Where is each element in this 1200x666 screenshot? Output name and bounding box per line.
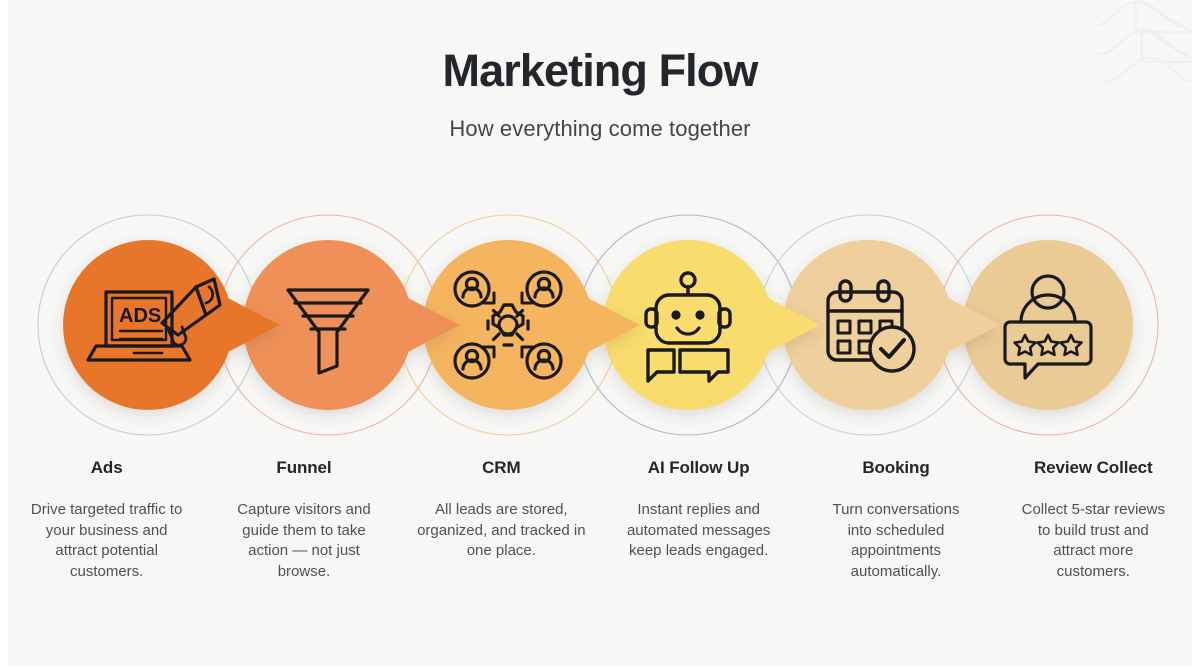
step-description-funnel: Capture visitors and guide them to take … <box>237 501 371 580</box>
step-label-ai-follow-up: AI Follow Up <box>647 458 750 477</box>
step-caption-booking: Booking Turn conversations into schedule… <box>797 458 994 582</box>
laptop-megaphone-ads-icon: ADS <box>86 277 222 362</box>
svg-text:ADS: ADS <box>119 305 161 327</box>
step-label-funnel: Funnel <box>276 458 332 477</box>
flow-node-ads[interactable] <box>63 240 280 410</box>
flow-node-funnel[interactable] <box>243 240 460 410</box>
step-caption-ads: Ads Drive targeted traffic to your busin… <box>8 458 205 582</box>
step-description-booking: Turn conversations into scheduled appoin… <box>832 501 960 580</box>
page-edge-left <box>0 0 8 666</box>
funnel-icon <box>286 288 370 375</box>
flow-node-ai-follow-up[interactable] <box>603 240 820 410</box>
review-stars-person-icon <box>1003 274 1093 380</box>
robot-chat-icon <box>644 271 732 383</box>
page-subtitle: How everything come together <box>449 115 751 141</box>
step-caption-funnel: Funnel Capture visitors and guide them t… <box>205 458 402 582</box>
step-label-review-collect: Review Collect <box>1034 458 1153 477</box>
step-description-crm: All leads are stored, organized, and tra… <box>417 501 586 559</box>
crm-gear-users-icon <box>453 270 563 380</box>
step-description-review-collect: Collect 5-star reviews to build trust an… <box>1021 501 1165 580</box>
step-label-booking: Booking <box>862 458 930 477</box>
page-edge-right <box>1192 0 1200 666</box>
step-caption-review-collect: Review Collect Collect 5-star reviews to… <box>995 458 1192 582</box>
step-caption-ai-follow-up: AI Follow Up Instant replies and automat… <box>600 458 797 582</box>
flow-node-booking[interactable] <box>782 240 1000 410</box>
flow-diagram: ADS <box>0 205 1200 445</box>
step-label-ads: Ads <box>90 458 123 477</box>
calendar-check-icon <box>826 279 916 373</box>
step-captions: Ads Drive targeted traffic to your busin… <box>8 458 1192 582</box>
step-caption-crm: CRM All leads are stored, organized, and… <box>403 458 600 582</box>
step-label-crm: CRM <box>482 458 521 477</box>
flow-node-review-collect[interactable] <box>963 240 1133 410</box>
page-title: Marketing Flow <box>442 45 759 96</box>
header: Marketing Flow How everything come toget… <box>0 0 1200 142</box>
step-description-ads: Drive targeted traffic to your business … <box>30 501 183 580</box>
step-description-ai-follow-up: Instant replies and automated messages k… <box>626 501 771 559</box>
